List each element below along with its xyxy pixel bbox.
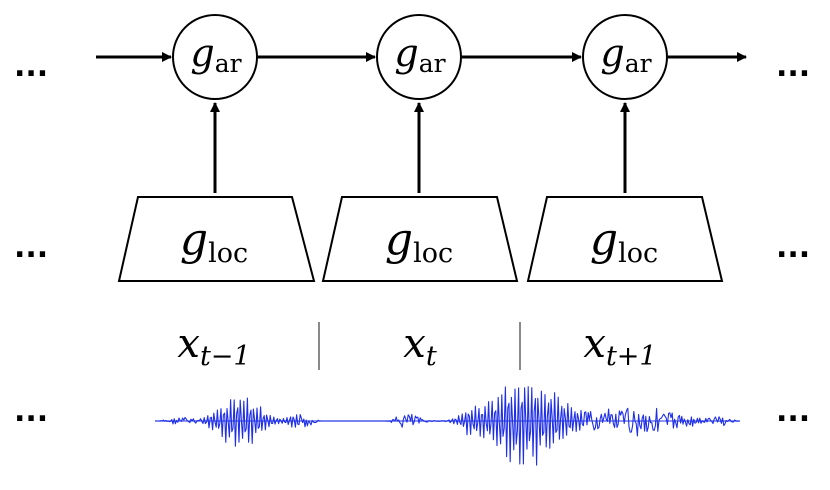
loc-encoder-1-symbol: g — [180, 214, 208, 265]
loc-encoder-3: gloc — [526, 196, 724, 282]
loc-encoder-3-subscript: loc — [618, 238, 658, 269]
ellipsis-left-middle: ... — [14, 230, 48, 265]
svg-text:gloc: gloc — [180, 214, 248, 269]
svg-text:gloc: gloc — [385, 214, 453, 269]
ellipsis-left-top: ... — [14, 49, 48, 84]
segment-label-1: xt−1 — [177, 321, 250, 372]
svg-text:gar: gar — [394, 31, 445, 78]
waveform-signal — [155, 386, 740, 466]
svg-text:gloc: gloc — [590, 214, 658, 269]
loc-encoder-2: gloc — [321, 196, 519, 282]
ellipsis-right-middle: ... — [776, 230, 810, 265]
ellipsis-right-bottom: ... — [776, 394, 810, 429]
segment-label-3: xt+1 — [583, 321, 656, 372]
ar-node-3-symbol: g — [600, 31, 624, 75]
ar-node-2: gar — [376, 14, 462, 100]
ar-node-3-subscript: ar — [625, 49, 652, 78]
audio-waveform — [155, 386, 740, 466]
loc-encoder-3-symbol: g — [590, 214, 618, 265]
ar-node-1-symbol: g — [190, 31, 214, 75]
segment-label-1-symbol: x — [177, 321, 200, 367]
segment-label-2-symbol: x — [403, 321, 426, 367]
ar-node-1: gar — [172, 14, 258, 100]
ar-node-1-subscript: ar — [215, 49, 242, 78]
segment-label-3-subscript: t+1 — [606, 341, 657, 372]
ar-node-3: gar — [582, 14, 668, 100]
loc-encoder-2-subscript: loc — [413, 238, 453, 269]
segment-label-1-subscript: t−1 — [200, 341, 251, 372]
ellipsis-right-top: ... — [776, 49, 810, 84]
segment-label-2: xt — [403, 321, 437, 372]
loc-encoder-1: gloc — [117, 196, 316, 282]
loc-encoder-2-symbol: g — [385, 214, 413, 265]
segment-label-2-subscript: t — [426, 341, 437, 372]
ar-node-2-subscript: ar — [419, 49, 446, 78]
loc-encoder-1-subscript: loc — [208, 238, 248, 269]
segment-label-3-symbol: x — [583, 321, 606, 367]
ar-node-2-symbol: g — [394, 31, 418, 75]
svg-text:gar: gar — [600, 31, 651, 78]
ellipsis-left-bottom: ... — [14, 394, 48, 429]
svg-text:gar: gar — [190, 31, 241, 78]
